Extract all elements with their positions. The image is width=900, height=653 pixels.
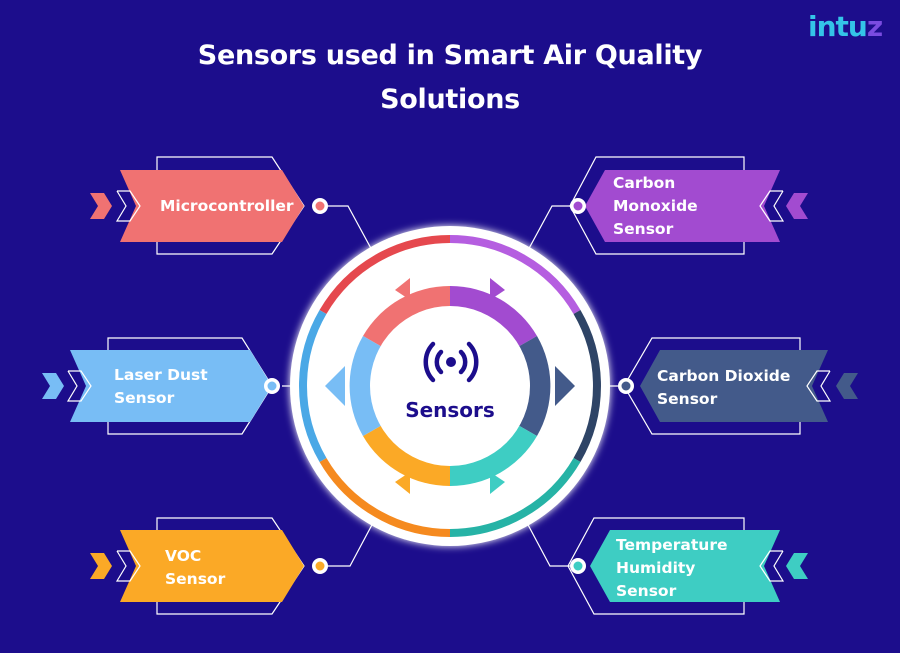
node-carbon-dioxide-label: Carbon Dioxide Sensor [657, 367, 791, 408]
intuz-logo: intuz [808, 10, 883, 43]
broadcast-signal-icon [423, 341, 479, 383]
node-carbon-dioxide-shape [640, 350, 858, 422]
node-temperature-humidity-shape [590, 530, 808, 602]
node-voc-shape [90, 530, 304, 602]
connector-dots [264, 198, 634, 574]
node-voc-label: VOC Sensor [165, 547, 226, 588]
node-laser-dust-shape [42, 350, 272, 422]
sensor-hub [290, 226, 610, 546]
node-temperature-humidity-label: Temperature Humidity Sensor [616, 536, 728, 600]
node-microcontroller-label: Microcontroller [160, 197, 294, 215]
node-laser-dust-label: Laser Dust Sensor [114, 366, 208, 407]
title-line-1: Sensors used in Smart Air Quality [197, 40, 703, 71]
title-line-2: Solutions [380, 84, 520, 115]
node-carbon-monoxide-shape [585, 170, 808, 242]
page-title: Sensors used in Smart Air Quality Soluti… [0, 34, 900, 122]
node-microcontroller-shape [90, 170, 304, 242]
node-carbon-monoxide-label: Carbon Monoxide Sensor [613, 174, 698, 238]
hub-label: Sensors [405, 398, 495, 422]
